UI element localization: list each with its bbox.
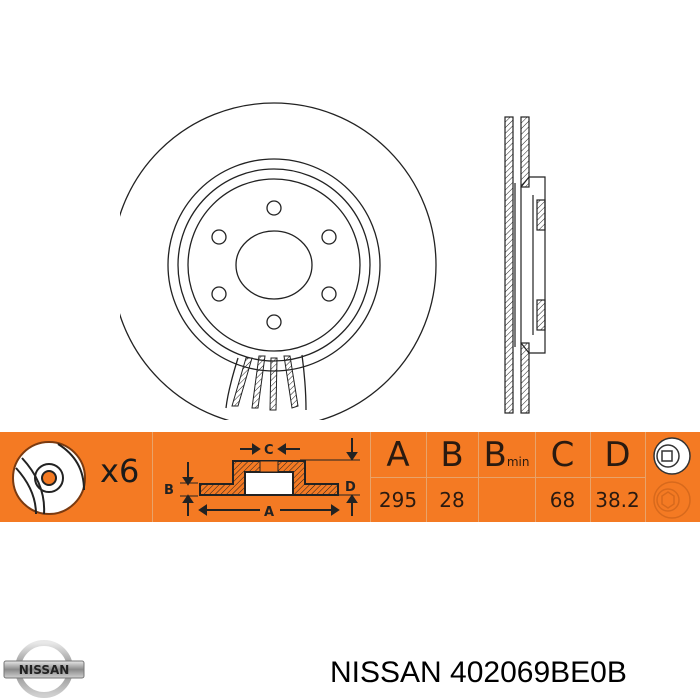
svg-text:NISSAN: NISSAN xyxy=(19,663,70,677)
value-c: 68 xyxy=(549,487,576,512)
disc-type-icon xyxy=(653,437,691,475)
bolt-pattern-icon xyxy=(12,441,86,515)
dim-label-b: B xyxy=(164,483,174,498)
nissan-logo: NISSAN xyxy=(3,640,85,698)
col-header-b: B xyxy=(440,434,464,475)
part-number-caption: NISSAN 402069BE0B xyxy=(330,656,627,689)
bolt-hole-icon xyxy=(321,286,337,302)
cooling-vanes xyxy=(231,355,299,411)
center-bore xyxy=(235,230,313,300)
value-bmin xyxy=(478,477,535,522)
disc-type-alt-icon xyxy=(653,481,691,519)
dim-label-a: A xyxy=(264,505,274,520)
value-b: 28 xyxy=(439,487,465,512)
disc-front-view xyxy=(120,102,437,420)
disc-side-section xyxy=(504,116,546,414)
dim-label-c: C xyxy=(264,443,274,458)
value-d: 38.2 xyxy=(595,487,640,512)
bolt-hole-icon xyxy=(266,200,282,216)
bolt-hole-icon xyxy=(211,229,227,245)
col-header-d: D xyxy=(604,434,631,475)
dim-label-d: D xyxy=(345,480,356,495)
col-header-a: A xyxy=(386,434,410,475)
value-a: 295 xyxy=(378,487,418,512)
bolt-count-label: x6 xyxy=(100,452,140,490)
profile-dimension-diagram: C B D A xyxy=(164,438,360,520)
bolt-hole-icon xyxy=(321,229,337,245)
bolt-hole-icon xyxy=(211,286,227,302)
spec-band: x6 C B D A xyxy=(0,432,700,522)
bolt-hole-icon xyxy=(266,314,282,330)
col-header-c: C xyxy=(550,434,575,475)
outer-rim xyxy=(120,102,437,420)
